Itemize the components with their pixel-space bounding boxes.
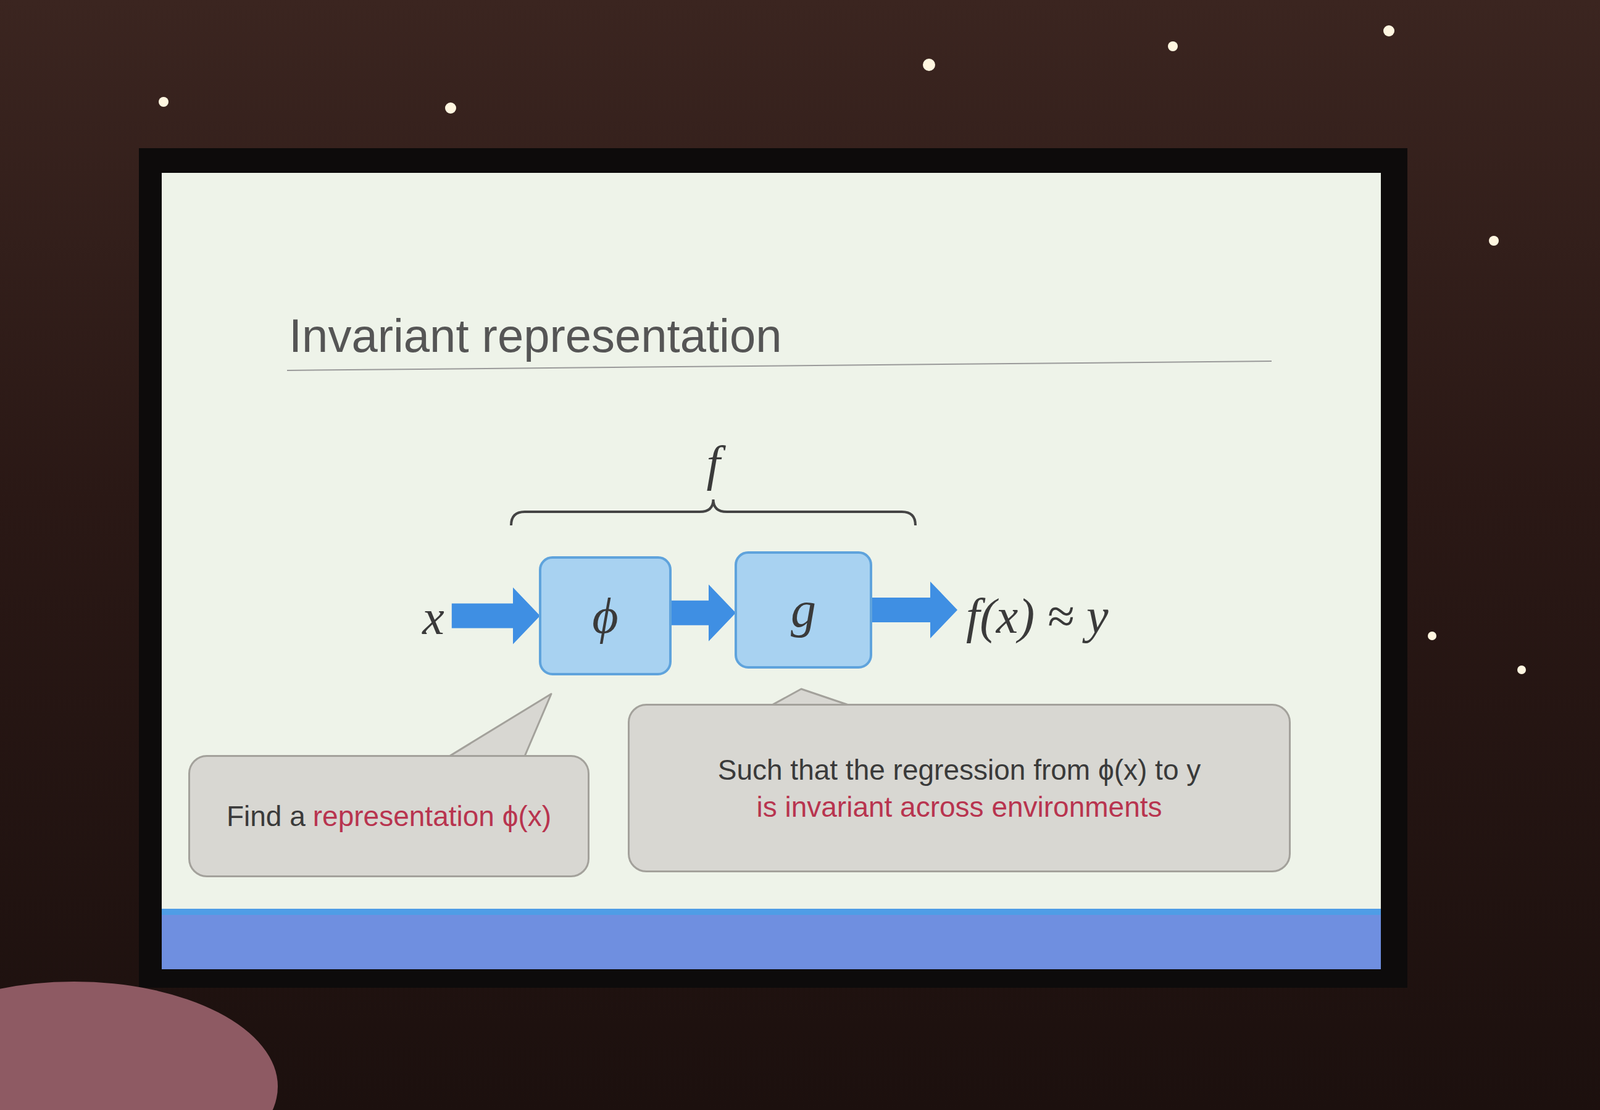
callout-text: Find a xyxy=(226,799,306,833)
callout-text: representation ϕ(x) xyxy=(312,799,552,833)
callout-bubble: Find arepresentation ϕ(x) xyxy=(188,754,590,878)
callout-text: is invariant across environments xyxy=(756,790,1162,824)
output-label: f(x) ≈ y xyxy=(966,588,1109,644)
function-label: f xyxy=(706,436,720,491)
representation-box: ϕ xyxy=(538,556,672,676)
box-symbol: ϕ xyxy=(591,587,618,646)
slide-title: Invariant representation xyxy=(288,308,782,363)
curly-brace xyxy=(511,499,916,526)
slide-background xyxy=(161,172,1381,970)
slide-footer-line xyxy=(161,908,1381,915)
regression-box: g xyxy=(734,551,873,669)
slide-footer-bar xyxy=(161,908,1381,970)
flow-arrow xyxy=(670,584,736,642)
callout-bubble: Such that the regression from ϕ(x) to yi… xyxy=(627,703,1291,873)
input-arrow xyxy=(451,587,541,645)
audience-head xyxy=(0,981,278,1110)
callout-text: Such that the regression from ϕ(x) to y xyxy=(717,753,1202,787)
box-symbol: g xyxy=(790,580,817,639)
output-arrow xyxy=(870,581,958,639)
title-rule xyxy=(287,361,1272,371)
input-label: x xyxy=(422,590,445,645)
screen-bezel xyxy=(138,148,1408,988)
